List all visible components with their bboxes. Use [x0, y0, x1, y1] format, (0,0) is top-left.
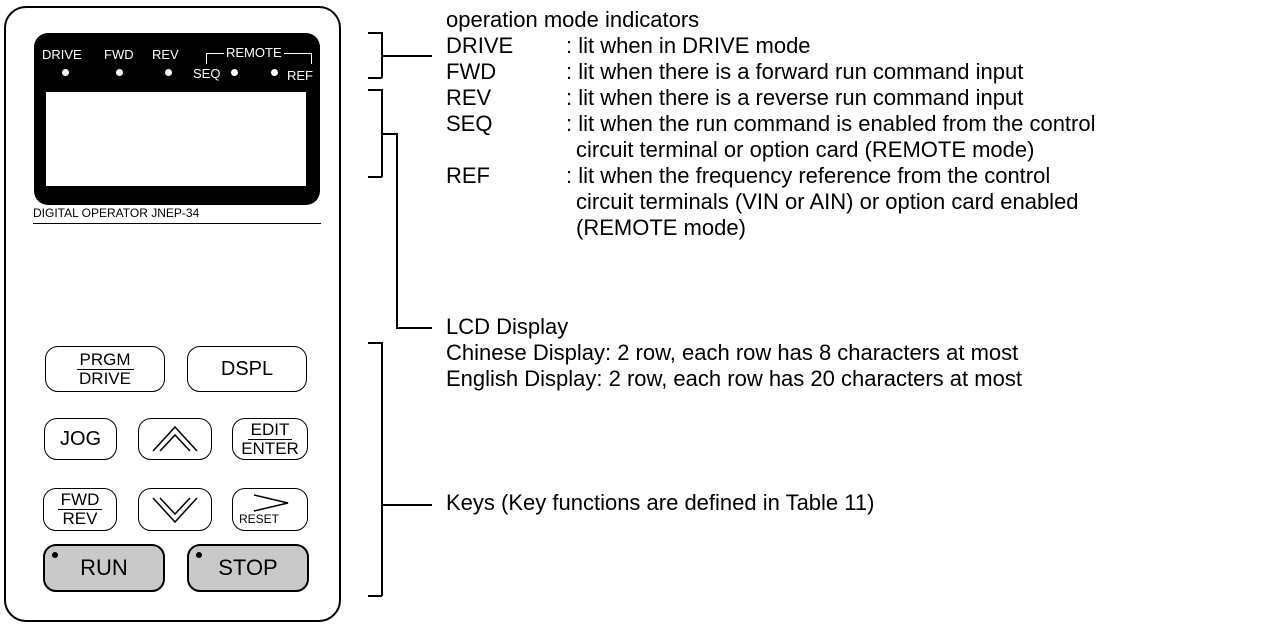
annotation-term: SEQ — [446, 111, 493, 136]
annotation-row-rev: REV : lit when there is a reverse run co… — [0, 85, 1271, 111]
lcd-bracket-side — [381, 89, 383, 177]
annotation-desc: : lit when the frequency reference from … — [566, 163, 1051, 188]
annotation-desc: circuit terminal or option card (REMOTE … — [576, 137, 1035, 162]
lcd-display-title: LCD Display — [446, 314, 569, 339]
remote-label: REMOTE — [224, 45, 284, 60]
rev-indicator-label: REV — [152, 47, 179, 62]
annotation-desc: : lit when in DRIVE mode — [566, 33, 811, 58]
up-key[interactable] — [138, 418, 212, 460]
edit-enter-key[interactable]: EDIT ENTER — [232, 418, 308, 460]
annotation-term: FWD — [446, 59, 497, 84]
rev-led — [165, 69, 172, 76]
fwd-key-label: FWD — [57, 491, 103, 510]
stop-label: STOP — [218, 555, 278, 580]
annotation-term: REF — [446, 163, 490, 188]
run-label: RUN — [80, 555, 128, 580]
keys-leader — [382, 504, 432, 506]
keys-bracket-bottom — [368, 595, 382, 597]
prgm-label: PRGM — [76, 350, 134, 370]
annotation-row-fwd: FWD : lit when there is a forward run co… — [0, 59, 1271, 85]
lcd-leader-vertical — [396, 133, 398, 328]
shift-right-icon — [253, 494, 289, 512]
annotation-row-seq-cont: circuit terminal or option card (REMOTE … — [0, 137, 1271, 163]
annotation-term: REV — [446, 85, 492, 110]
annotation-row-ref-cont: circuit terminals (VIN or AIN) or option… — [0, 189, 1271, 215]
run-key[interactable]: RUN — [43, 544, 165, 592]
chinese-display-note: Chinese Display: 2 row, each row has 8 c… — [446, 340, 1019, 365]
annotation-desc: : lit when there is a reverse run comman… — [566, 85, 1024, 110]
fwd-led — [116, 69, 123, 76]
lcd-leader-stub — [382, 133, 397, 135]
digital-operator-panel — [4, 6, 341, 622]
seq-led — [231, 69, 238, 76]
ref-indicator-label: REF — [287, 68, 313, 83]
fwd-indicator-label: FWD — [104, 47, 134, 62]
indicator-bracket-bottom — [368, 77, 382, 79]
jog-label: JOG — [59, 427, 102, 450]
drive-indicator-label: DRIVE — [42, 47, 82, 62]
fwd-rev-key[interactable]: FWD REV — [43, 488, 117, 531]
prgm-drive-key[interactable]: PRGM DRIVE — [45, 346, 165, 392]
operator-model-label: DIGITAL OPERATOR JNEP-34 — [33, 206, 200, 220]
lcd-leader-horizontal — [396, 327, 432, 329]
annotation-row-seq: SEQ : lit when the run command is enable… — [0, 111, 1271, 137]
stop-key[interactable]: STOP — [187, 544, 309, 592]
ref-led — [271, 69, 278, 76]
down-key[interactable] — [138, 488, 212, 531]
rev-key-label: REV — [62, 509, 98, 528]
enter-label: ENTER — [241, 438, 299, 458]
indicator-leader — [382, 55, 432, 57]
annotation-term: DRIVE — [446, 33, 514, 58]
annotation-desc: : lit when there is a forward run comman… — [566, 59, 1024, 84]
annotation-desc: : lit when the run command is enabled fr… — [566, 111, 1096, 136]
annotation-row-drive: DRIVE : lit when in DRIVE mode — [0, 33, 1271, 59]
lcd-bracket-bottom — [368, 176, 382, 178]
keys-bracket-side — [381, 342, 383, 596]
indicators-title: operation mode indicators — [446, 7, 700, 32]
lcd-bracket-top — [368, 89, 382, 91]
jog-key[interactable]: JOG — [44, 418, 117, 460]
drive-label: DRIVE — [79, 368, 131, 388]
annotation-row-ref-cont2: (REMOTE mode) — [0, 215, 1271, 241]
edit-label: EDIT — [247, 420, 293, 440]
english-display-note: English Display: 2 row, each row has 20 … — [446, 366, 1022, 391]
lcd-display — [44, 90, 308, 188]
keys-bracket-top — [368, 342, 382, 344]
down-arrow-icon — [152, 496, 198, 523]
up-arrow-icon — [152, 425, 198, 452]
shift-reset-key[interactable]: RESET — [232, 488, 308, 531]
annotation-desc: circuit terminals (VIN or AIN) or option… — [576, 189, 1079, 214]
indicator-bracket-top — [368, 32, 382, 34]
drive-led — [62, 69, 69, 76]
dspl-key[interactable]: DSPL — [187, 346, 307, 392]
dspl-label: DSPL — [220, 357, 274, 380]
seq-indicator-label: SEQ — [193, 66, 221, 81]
keys-note: Keys (Key functions are defined in Table… — [446, 490, 875, 515]
reset-label: RESET — [239, 512, 280, 526]
model-underline — [33, 223, 321, 224]
indicator-bracket-side — [381, 32, 383, 78]
annotation-desc: (REMOTE mode) — [576, 215, 746, 240]
annotation-row-ref: REF : lit when the frequency reference f… — [0, 163, 1271, 189]
